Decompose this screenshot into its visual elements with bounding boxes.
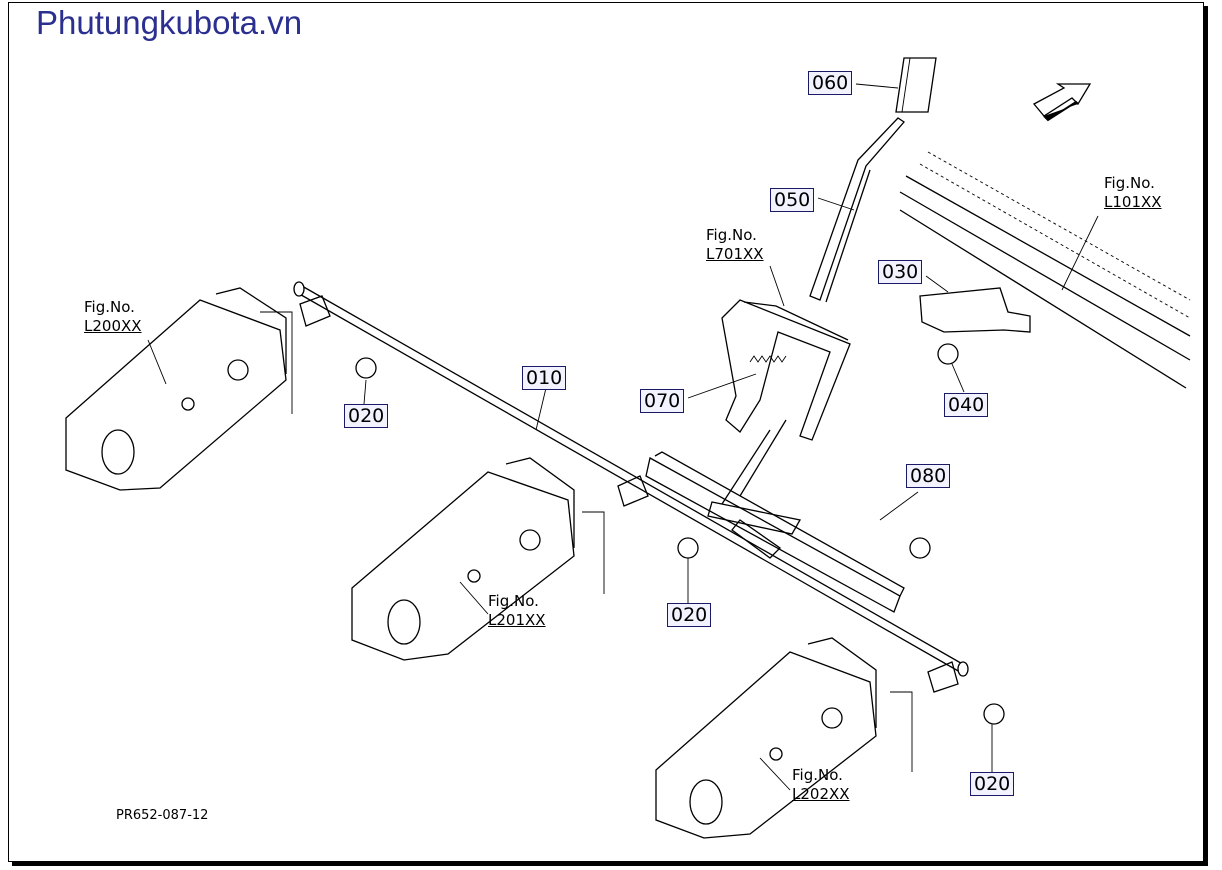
figure-ref-code: L701XX [706,245,764,263]
housing-l201 [351,457,575,661]
part-callout-050[interactable]: 050 [770,188,815,212]
front-direction-arrow-icon [1032,83,1092,122]
part-callout-080[interactable]: 080 [906,464,951,488]
center-frame [645,419,905,613]
part-callout-020[interactable]: 020 [970,772,1015,796]
figure-ref-code: L201XX [488,611,546,629]
figure-ref-l201[interactable]: Fig.No. L201XX [488,592,546,630]
figure-ref-code: L101XX [1104,193,1162,211]
figure-ref-title: Fig.No. [84,298,135,316]
part-callout-030[interactable]: 030 [878,260,923,284]
part-callout-020[interactable]: 020 [344,404,389,428]
figure-ref-code: L200XX [84,317,142,335]
part-callout-060[interactable]: 060 [808,71,853,95]
figure-ref-title: Fig.No. [792,766,843,784]
shaft-assembly [293,281,969,693]
housing-l200 [65,287,287,491]
leader-lines [147,83,1099,791]
site-watermark: Phutungkubota.vn [36,4,303,41]
frame-shadow [1204,6,1208,866]
housing-l202 [655,637,877,839]
figure-ref-l101[interactable]: Fig.No. L101XX [1104,174,1162,212]
part-callout-010[interactable]: 010 [522,366,567,390]
figure-ref-code: L202XX [792,785,850,803]
figure-ref-title: Fig.No. [706,226,757,244]
figure-ref-l701[interactable]: Fig.No. L701XX [706,226,764,264]
figure-ref-l202[interactable]: Fig.No. L202XX [792,766,850,804]
figure-ref-title: Fig.No. [488,592,539,610]
part-callout-070[interactable]: 070 [640,389,685,413]
drawing-code: PR652-087-12 [116,808,209,823]
figure-ref-title: Fig.No. [1104,174,1155,192]
part-callout-020[interactable]: 020 [667,603,712,627]
lever-assembly [721,57,937,441]
frame-shadow [12,862,1208,866]
upper-frame [899,151,1191,389]
figure-ref-l200[interactable]: Fig.No. L200XX [84,298,142,336]
part-callout-040[interactable]: 040 [944,393,989,417]
